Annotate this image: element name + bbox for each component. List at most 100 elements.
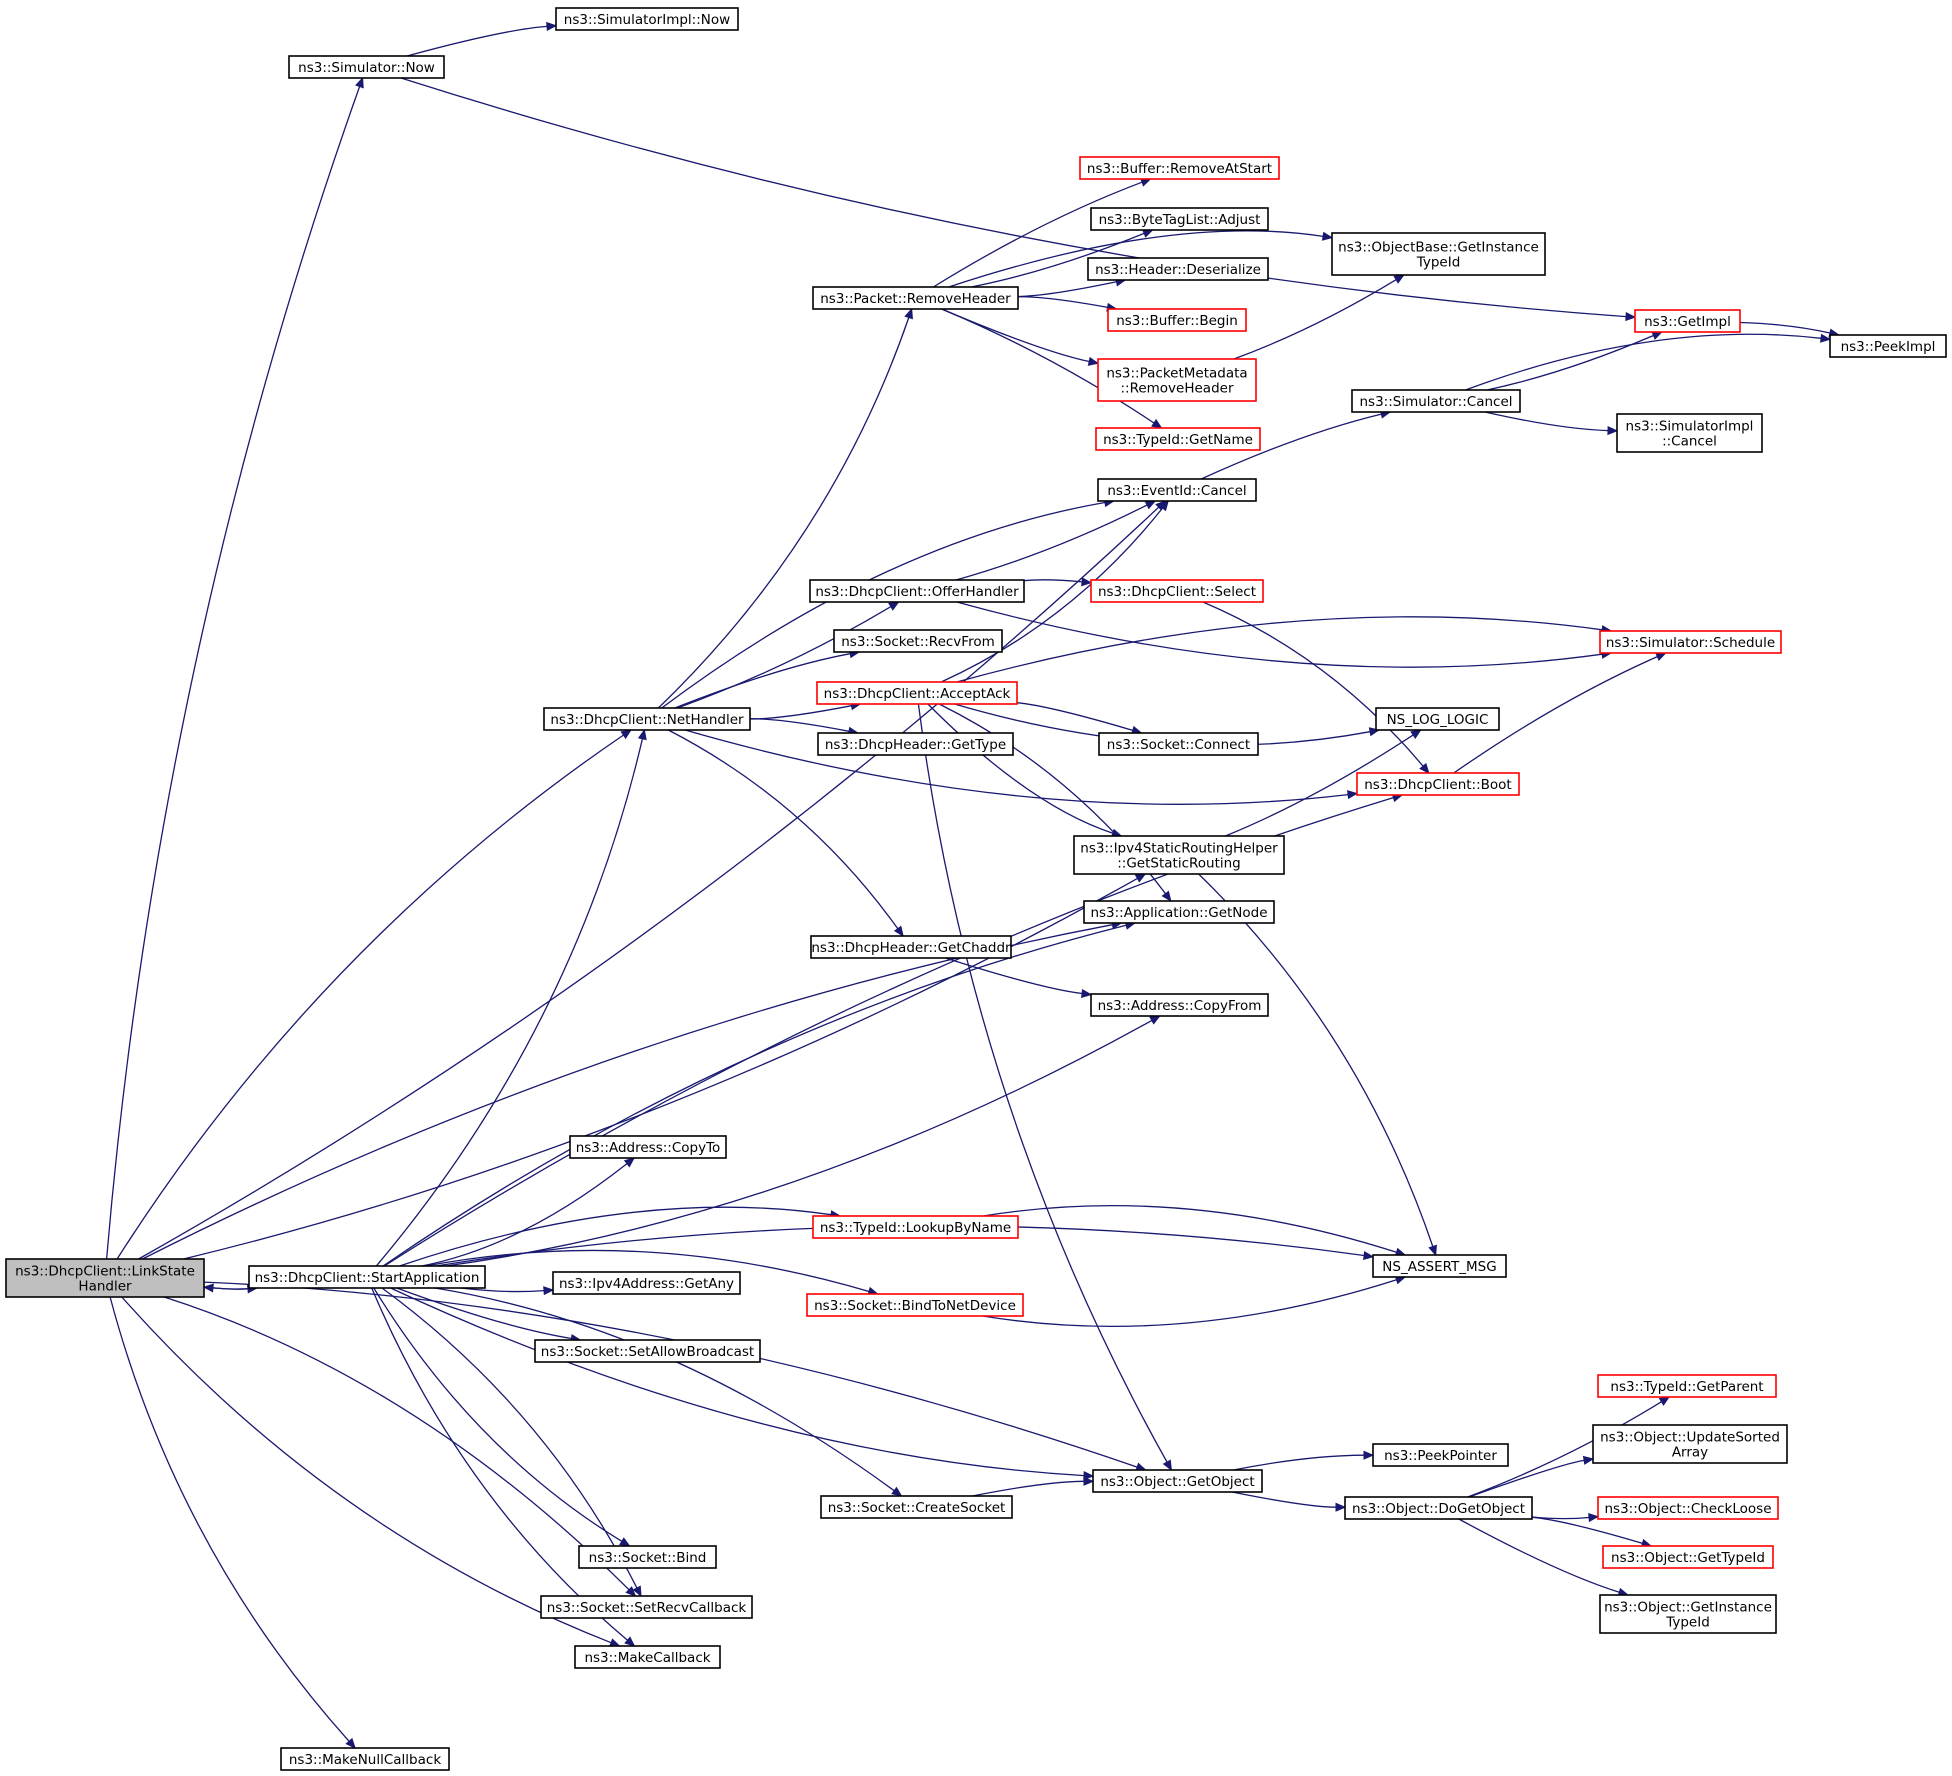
node-makecb-label-0: ns3::MakeCallback: [584, 1650, 710, 1666]
node-simcancel-label-0: ns3::Simulator::Cancel: [1359, 394, 1512, 410]
node-nslog[interactable]: NS_LOG_LOGIC: [1375, 707, 1500, 731]
node-acceptack[interactable]: ns3::DhcpClient::AcceptAck: [816, 681, 1018, 705]
node-sockconnect[interactable]: ns3::Socket::Connect: [1098, 732, 1259, 756]
node-allowbc-label-0: ns3::Socket::SetAllowBroadcast: [541, 1344, 754, 1360]
node-objbase-label-1: TypeId: [1416, 255, 1461, 271]
node-hdrdeser[interactable]: ns3::Header::Deserialize: [1087, 257, 1269, 281]
edge-startapp-to-createsock: [434, 1287, 895, 1492]
node-allowbc[interactable]: ns3::Socket::SetAllowBroadcast: [534, 1339, 761, 1363]
node-schedule-box: [1599, 630, 1782, 654]
node-acceptack-label-0: ns3::DhcpClient::AcceptAck: [824, 686, 1011, 702]
node-objbase-box: [1331, 232, 1546, 276]
node-removeatstart[interactable]: ns3::Buffer::RemoveAtStart: [1079, 156, 1280, 180]
node-typegetname-box: [1095, 427, 1261, 451]
edge-offer-to-schedule: [956, 601, 1603, 668]
node-simimplcancel[interactable]: ns3::SimulatorImpl::Cancel: [1616, 413, 1763, 453]
arrowhead-ipv4static-to-assertmsg: [1428, 1244, 1437, 1257]
edge-acceptack-to-getobject: [917, 703, 1168, 1463]
node-getchaddr[interactable]: ns3::DhcpHeader::GetChaddr: [810, 935, 1012, 959]
node-schedule[interactable]: ns3::Simulator::Schedule: [1599, 630, 1782, 654]
arrowhead-offer-to-evcancel: [1144, 500, 1157, 510]
node-hdrdeser-label-0: ns3::Header::Deserialize: [1095, 262, 1261, 278]
node-simimplcancel-label-0: ns3::SimulatorImpl: [1626, 419, 1754, 435]
node-bufbegin[interactable]: ns3::Buffer::Begin: [1107, 308, 1247, 332]
edge-simcancel-to-getimpl: [1486, 334, 1654, 391]
arrowhead-startapp-to-getany: [543, 1286, 555, 1296]
node-sockbind[interactable]: ns3::Socket::Bind: [578, 1545, 717, 1569]
node-makenull[interactable]: ns3::MakeNullCallback: [280, 1747, 450, 1771]
node-setrecv[interactable]: ns3::Socket::SetRecvCallback: [540, 1595, 753, 1619]
node-select[interactable]: ns3::DhcpClient::Select: [1090, 579, 1264, 603]
node-peekimpl-box: [1829, 334, 1947, 358]
node-objinst-label-0: ns3::Object::GetInstance: [1604, 1600, 1772, 1616]
node-nethandler[interactable]: ns3::DhcpClient::NetHandler: [543, 707, 751, 731]
arrowhead-startapp-to-createsock: [891, 1486, 903, 1497]
edge-startapp-to-allowbc: [396, 1287, 572, 1340]
node-recvfrom[interactable]: ns3::Socket::RecvFrom: [833, 629, 1003, 653]
node-getparent[interactable]: ns3::TypeId::GetParent: [1597, 1374, 1777, 1398]
node-evcancel[interactable]: ns3::EventId::Cancel: [1097, 478, 1257, 502]
node-simcancel[interactable]: ns3::Simulator::Cancel: [1351, 389, 1521, 413]
node-linkstate-label-0: ns3::DhcpClient::LinkState: [15, 1264, 195, 1280]
node-assertmsg[interactable]: NS_ASSERT_MSG: [1372, 1254, 1507, 1278]
node-offer[interactable]: ns3::DhcpClient::OfferHandler: [809, 579, 1025, 603]
node-peekimpl[interactable]: ns3::PeekImpl: [1829, 334, 1947, 358]
node-appgetnode[interactable]: ns3::Application::GetNode: [1083, 900, 1275, 924]
node-createsock[interactable]: ns3::Socket::CreateSocket: [820, 1495, 1013, 1519]
node-typegetname-label-0: ns3::TypeId::GetName: [1103, 432, 1253, 448]
edge-simcancel-to-simimplcancel: [1484, 411, 1609, 432]
node-typegetname[interactable]: ns3::TypeId::GetName: [1095, 427, 1261, 451]
node-bindnet[interactable]: ns3::Socket::BindToNetDevice: [806, 1293, 1024, 1317]
node-ipv4static[interactable]: ns3::Ipv4StaticRoutingHelper::GetStaticR…: [1073, 835, 1285, 875]
node-pktremove[interactable]: ns3::Packet::RemoveHeader: [812, 286, 1019, 310]
edge-getimpl-to-peekimpl: [1739, 321, 1831, 334]
edge-pktremove-to-removeatstart: [932, 181, 1143, 288]
arrowhead-linkstate-to-makenull: [345, 1737, 356, 1749]
node-startapp[interactable]: ns3::DhcpClient::StartApplication: [248, 1265, 486, 1289]
node-simnow[interactable]: ns3::Simulator::Now: [288, 55, 445, 79]
edge-startapp-to-getany: [460, 1287, 545, 1293]
arrowhead-getobject-to-dogetobj: [1335, 1502, 1347, 1512]
node-getobject[interactable]: ns3::Object::GetObject: [1092, 1469, 1263, 1493]
node-bufbegin-label-0: ns3::Buffer::Begin: [1116, 313, 1238, 329]
node-gettypeid-label-0: ns3::Object::GetTypeId: [1611, 1550, 1765, 1566]
edge-offer-to-evcancel: [955, 504, 1148, 581]
node-makecb[interactable]: ns3::MakeCallback: [574, 1645, 721, 1669]
arrowhead-dogetobj-to-updsorted: [1582, 1455, 1595, 1465]
node-copyfrom[interactable]: ns3::Address::CopyFrom: [1090, 993, 1269, 1017]
node-lookup[interactable]: ns3::TypeId::LookupByName: [812, 1215, 1019, 1239]
node-checkloose[interactable]: ns3::Object::CheckLoose: [1597, 1496, 1779, 1520]
node-appgetnode-label-0: ns3::Application::GetNode: [1090, 905, 1267, 921]
edge-nethandler-to-boot: [684, 729, 1349, 805]
node-boot[interactable]: ns3::DhcpClient::Boot: [1356, 772, 1520, 796]
node-pktmeta[interactable]: ns3::PacketMetadata::RemoveHeader: [1097, 358, 1257, 402]
node-boot-box: [1356, 772, 1520, 796]
edge-bindnet-to-assertmsg: [982, 1279, 1397, 1328]
node-getany[interactable]: ns3::Ipv4Address::GetAny: [552, 1271, 741, 1295]
node-simimplnow-box: [555, 7, 739, 31]
node-simimplnow[interactable]: ns3::SimulatorImpl::Now: [555, 7, 739, 31]
node-peekptr[interactable]: ns3::PeekPointer: [1372, 1443, 1509, 1467]
node-gettypeid[interactable]: ns3::Object::GetTypeId: [1602, 1545, 1774, 1569]
node-bytetag[interactable]: ns3::ByteTagList::Adjust: [1090, 207, 1269, 231]
edge-boot-to-schedule: [1453, 656, 1658, 774]
edge-acceptack-to-schedule: [956, 616, 1603, 683]
node-copyto[interactable]: ns3::Address::CopyTo: [569, 1135, 727, 1159]
edge-startapp-to-sockbind: [373, 1287, 623, 1542]
node-makenull-box: [280, 1747, 450, 1771]
arrowhead-acceptack-to-getobject: [1162, 1459, 1173, 1472]
node-recvfrom-box: [833, 629, 1003, 653]
node-getimpl[interactable]: ns3::GetImpl: [1634, 309, 1741, 333]
edge-pktremove-to-hdrdeser: [1017, 281, 1117, 298]
node-peekimpl-label-0: ns3::PeekImpl: [1841, 339, 1936, 355]
node-dhcpgettype[interactable]: ns3::DhcpHeader::GetType: [817, 732, 1014, 756]
node-assertmsg-label-0: NS_ASSERT_MSG: [1382, 1259, 1496, 1275]
node-getany-label-0: ns3::Ipv4Address::GetAny: [559, 1276, 734, 1292]
node-getchaddr-box: [810, 935, 1012, 959]
node-dogetobj[interactable]: ns3::Object::DoGetObject: [1344, 1496, 1533, 1520]
edge-nethandler-to-dhcpgettype: [749, 718, 850, 732]
